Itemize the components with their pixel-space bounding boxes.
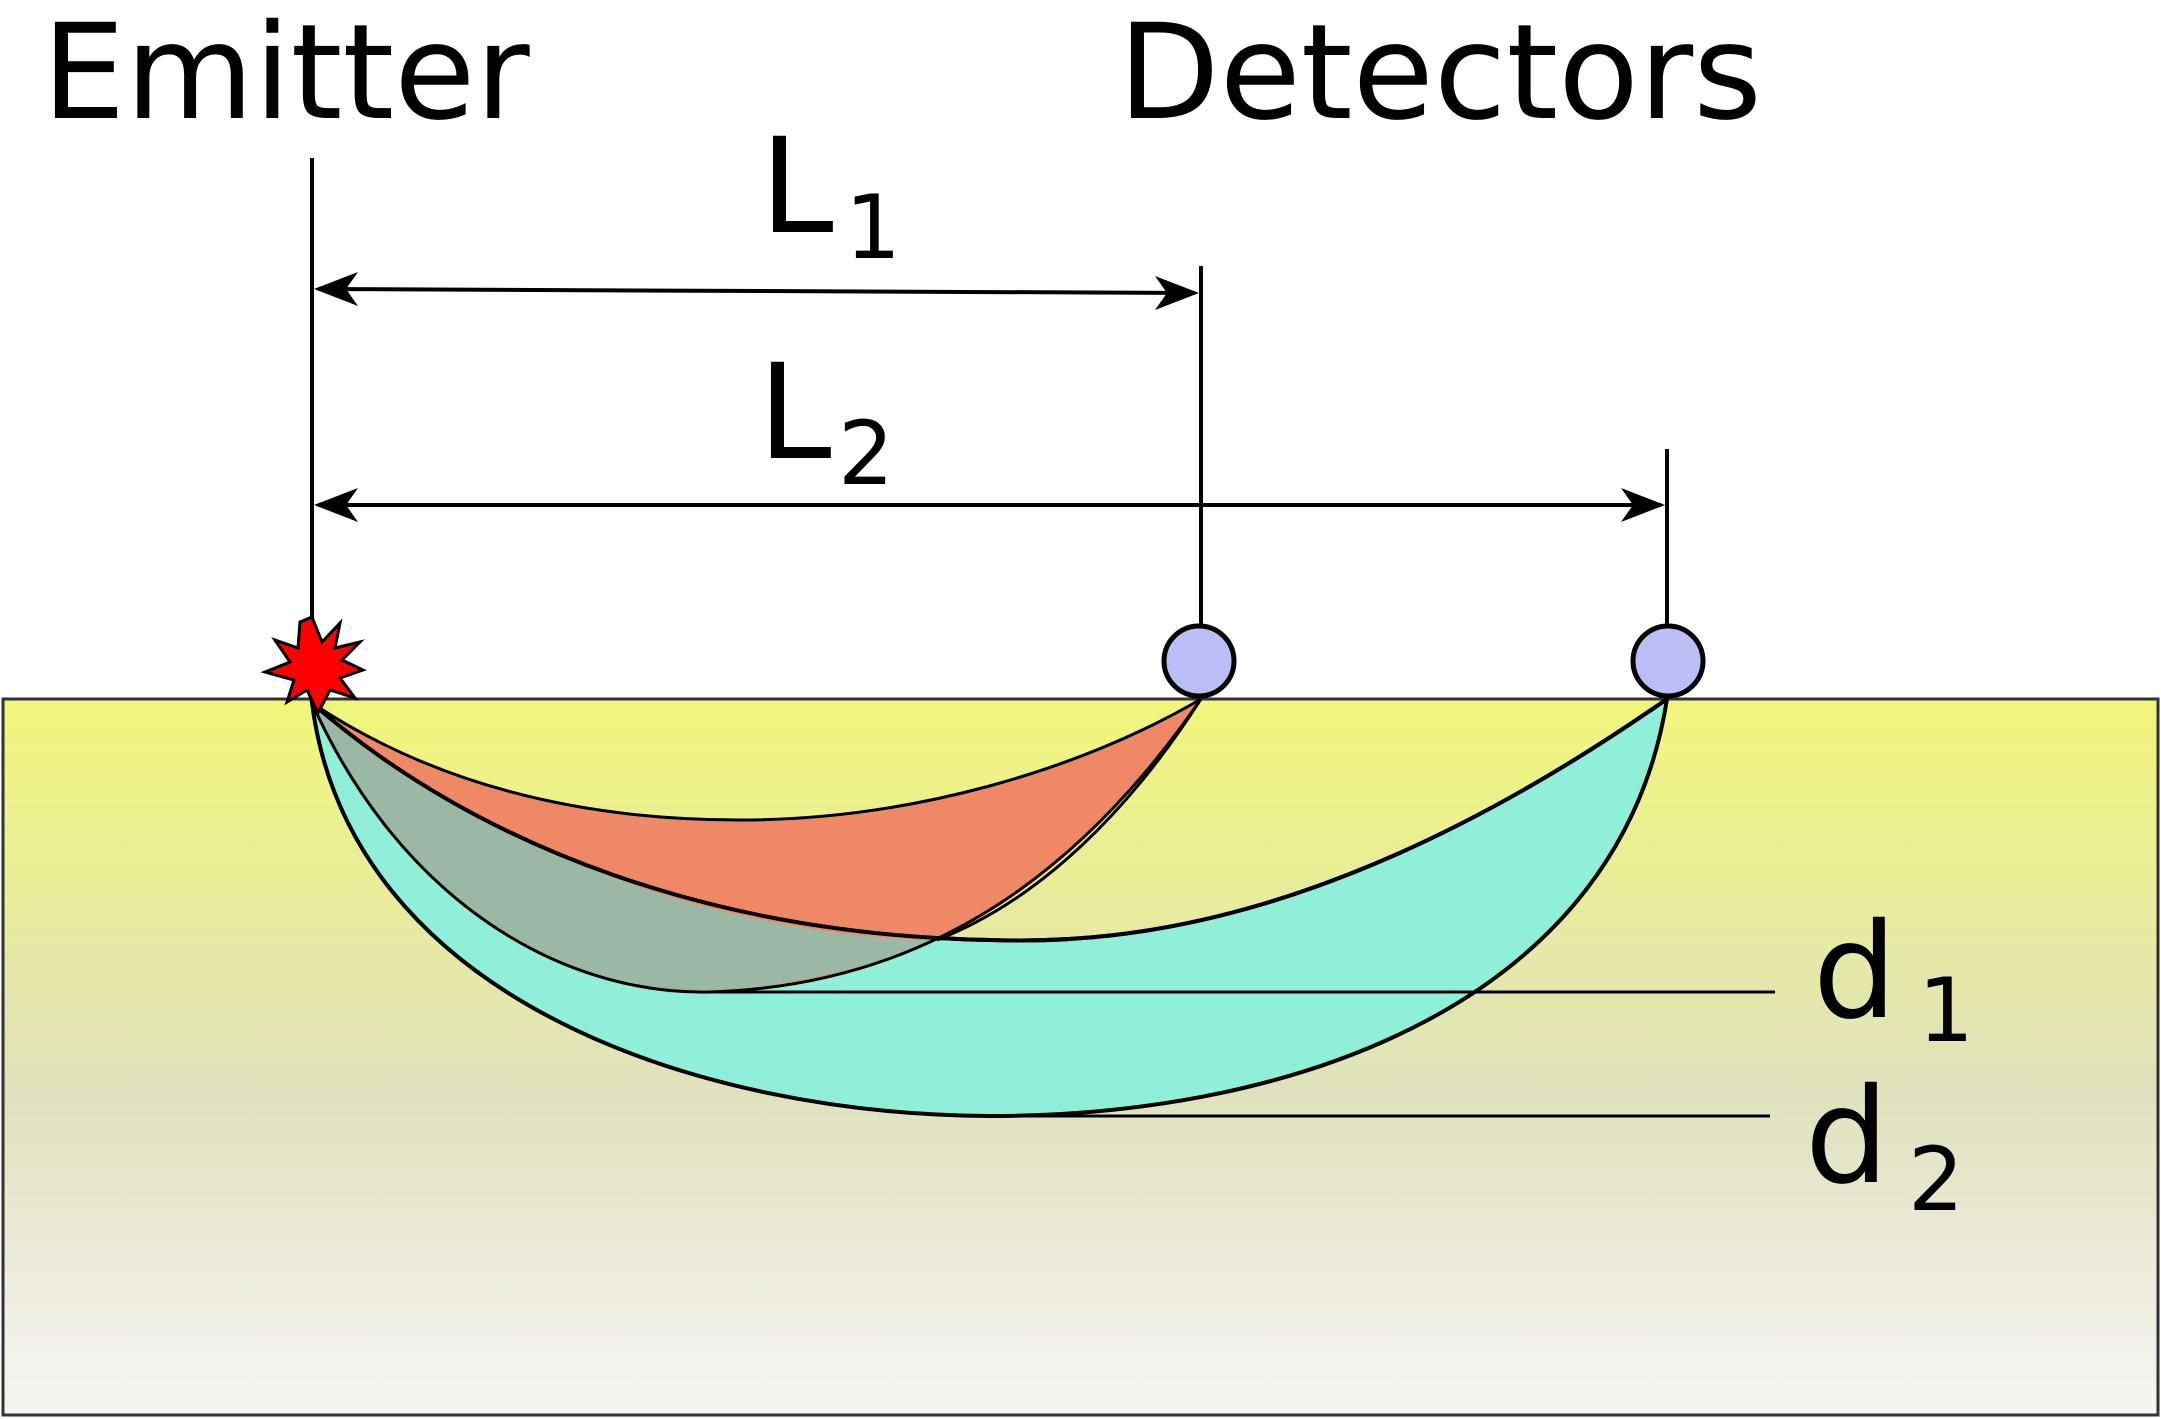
L1-dimension-arrow (314, 272, 1199, 310)
L1-label: L 1 (760, 110, 901, 279)
svg-text:2: 2 (1908, 1128, 1964, 1231)
shallow-path-lower-edge-right (936, 698, 1203, 942)
deep-path-upper-edge (310, 697, 1669, 943)
svg-text:L: L (760, 110, 834, 264)
svg-text:d: d (1805, 1060, 1889, 1214)
svg-text:1: 1 (1918, 959, 1974, 1062)
svg-text:L: L (758, 336, 832, 490)
detector-1-icon (1161, 623, 1237, 699)
overlap-region (312, 703, 937, 993)
d1-label: d 1 (1813, 895, 1974, 1062)
detector-2-icon (1630, 623, 1706, 699)
detectors-label: Detectors (1118, 0, 1762, 150)
svg-text:2: 2 (838, 402, 894, 505)
emitter-label: Emitter (42, 0, 530, 150)
d2-label: d 2 (1805, 1060, 1964, 1231)
L2-dimension-arrow (314, 488, 1665, 522)
L2-label: L 2 (758, 336, 894, 505)
svg-text:1: 1 (845, 176, 901, 279)
shallow-path-upper-edge (311, 697, 1202, 822)
svg-text:d: d (1813, 895, 1897, 1049)
emitter-star-icon (260, 615, 367, 717)
